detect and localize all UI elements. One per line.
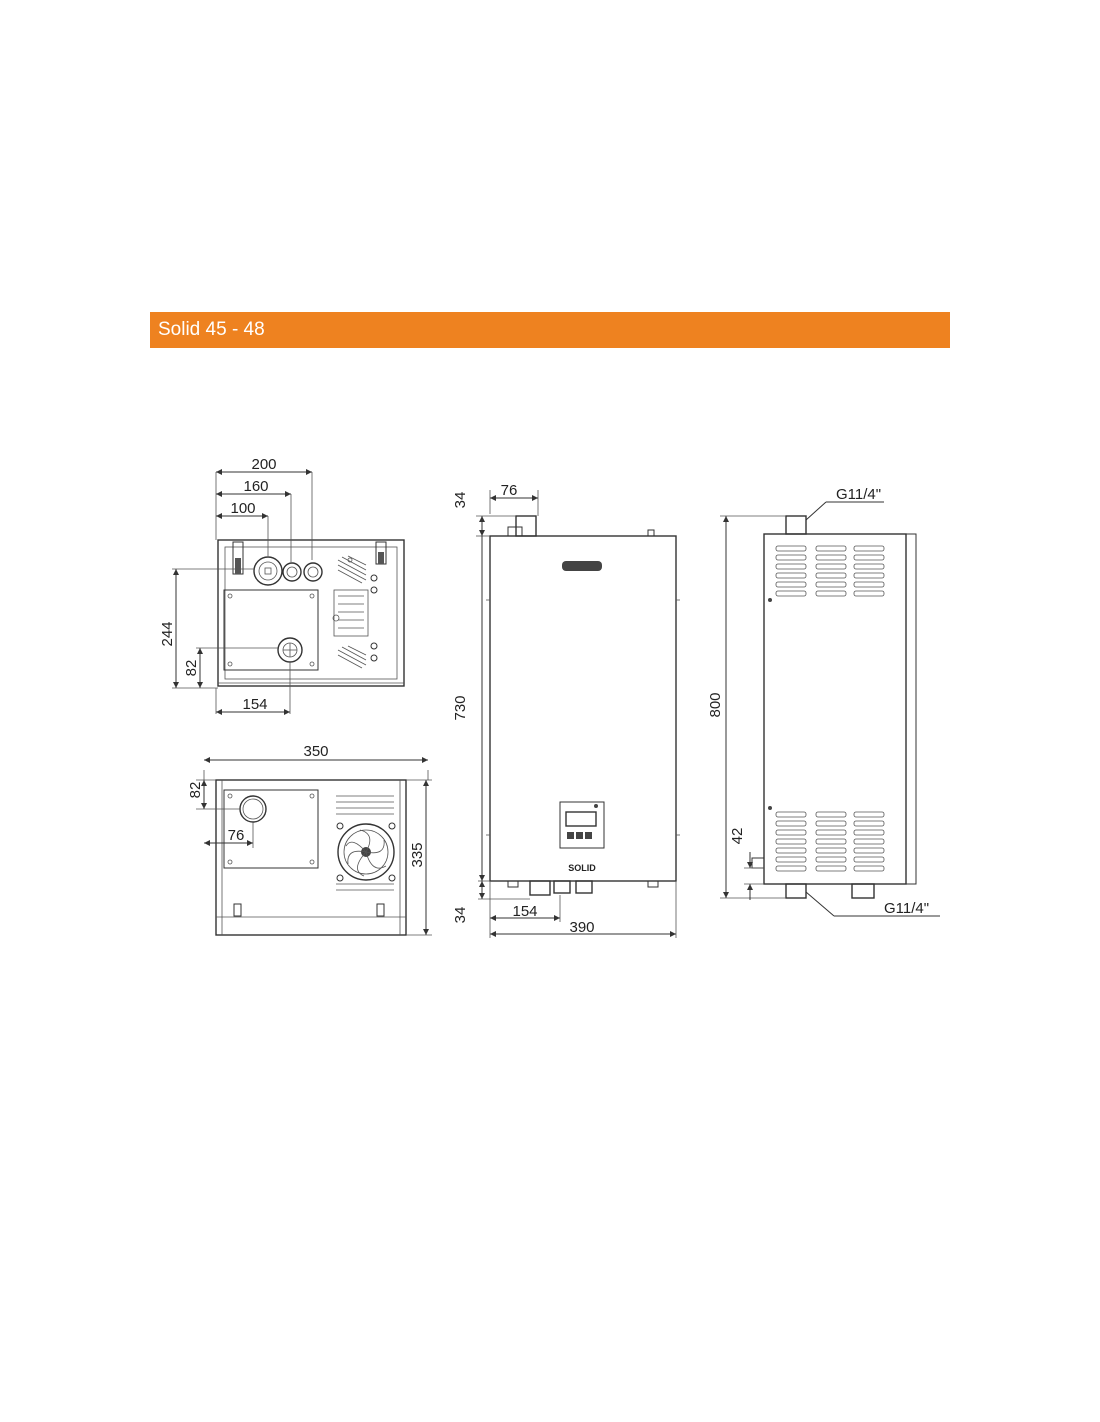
pipe-connection-main	[253, 556, 283, 586]
dim-front-height-34-top: 34	[452, 492, 469, 509]
page-title: Solid 45 - 48	[158, 319, 265, 340]
bottom-pipe-opening	[239, 795, 267, 823]
vent-grille-upper	[336, 795, 394, 815]
top-view-outline	[217, 539, 405, 687]
dim-top-width-200: 200	[251, 456, 276, 473]
hanger-right	[375, 541, 387, 565]
side-casing	[763, 533, 907, 885]
dim-front-height-34-bottom: 34	[452, 907, 469, 924]
dim-side-height-42: 42	[729, 828, 746, 845]
fan-icon	[336, 822, 396, 882]
side-vent-lower	[775, 811, 885, 872]
dim-top-height-82: 82	[183, 660, 200, 677]
dim-front-width-390: 390	[569, 919, 594, 936]
dim-top-width-154: 154	[242, 696, 267, 713]
dim-front-height-730: 730	[452, 695, 469, 720]
top-view: 200 160 100 244 82 154	[159, 456, 405, 715]
cover-plate	[223, 589, 319, 671]
cable-gland	[277, 637, 303, 663]
vent-grille-bottom	[337, 645, 367, 669]
pipe-connection-2	[282, 562, 302, 582]
dim-front-width-76: 76	[501, 482, 518, 499]
front-casing	[489, 535, 677, 882]
bottom-view-outline	[215, 779, 407, 936]
front-top-pipe	[515, 515, 537, 537]
control-button-3[interactable]	[585, 832, 592, 839]
side-view: G11/4" G11/4" 800 42	[707, 486, 940, 917]
hanger-left	[232, 541, 244, 575]
pipe-connection-3	[303, 562, 323, 582]
side-cable-gland	[851, 883, 875, 899]
dim-front-width-154: 154	[512, 903, 537, 920]
control-display	[565, 811, 597, 827]
dim-side-height-800: 800	[707, 692, 724, 717]
brand-logo	[562, 561, 602, 571]
vent-grille-top	[337, 555, 367, 584]
dim-bottom-height-335: 335	[409, 842, 426, 867]
front-brand-label: SOLID	[568, 863, 596, 873]
dim-top-width-100: 100	[230, 500, 255, 517]
side-top-pipe	[785, 515, 807, 535]
side-vent-upper	[775, 545, 885, 597]
dim-top-height-244: 244	[159, 621, 176, 646]
cable-glands-front	[507, 880, 659, 896]
control-panel[interactable]	[559, 801, 605, 849]
label-outlet-bottom: G11/4"	[884, 900, 929, 917]
dim-bottom-width-350: 350	[303, 743, 328, 760]
bottom-view: 350 82 76 335	[187, 743, 432, 936]
dim-top-width-160: 160	[243, 478, 268, 495]
control-button-2[interactable]	[576, 832, 583, 839]
vent-grille-lower	[336, 883, 394, 891]
label-inlet-top: G11/4"	[836, 486, 881, 503]
front-view: SOLID 34 730 34 76 154 390	[452, 482, 680, 938]
title-banner: Solid 45 - 48	[150, 312, 950, 348]
vent-grille-mid	[333, 589, 369, 637]
control-button-1[interactable]	[567, 832, 574, 839]
side-bottom-pipe	[785, 883, 807, 899]
dim-bottom-width-76: 76	[228, 827, 245, 844]
dim-bottom-height-82: 82	[187, 782, 204, 799]
